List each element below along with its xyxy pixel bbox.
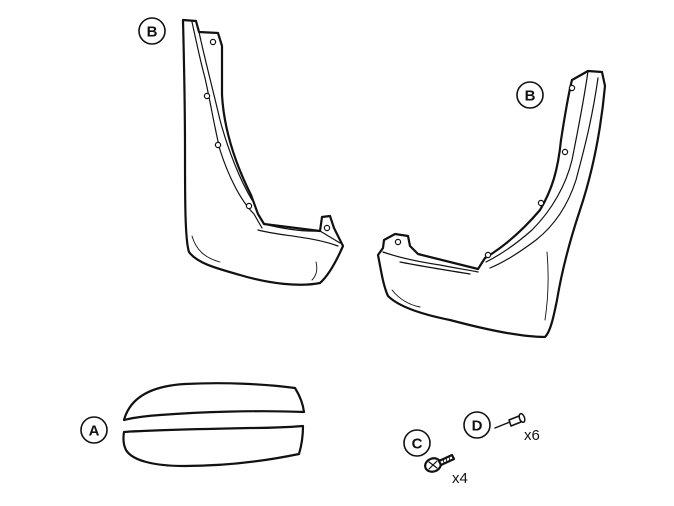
callout-b-left-label: B	[147, 24, 158, 41]
screw-part	[424, 453, 456, 473]
rivet-part	[494, 412, 526, 429]
rivet-quantity-label: x6	[524, 427, 540, 444]
callout-a-label: A	[89, 423, 100, 440]
callout-a: A	[80, 416, 108, 444]
callout-b-left: B	[138, 17, 166, 45]
callout-d: D	[463, 411, 491, 439]
callout-c: C	[403, 429, 431, 457]
callout-d-label: D	[472, 418, 483, 435]
callout-c-label: C	[412, 436, 423, 453]
mud-flap-right	[376, 69, 607, 339]
protective-strips	[122, 382, 306, 468]
mud-flap-left	[181, 18, 345, 286]
callout-b-right-label: B	[525, 88, 536, 105]
screw-quantity-label: x4	[452, 470, 468, 487]
callout-b-right: B	[516, 81, 544, 109]
